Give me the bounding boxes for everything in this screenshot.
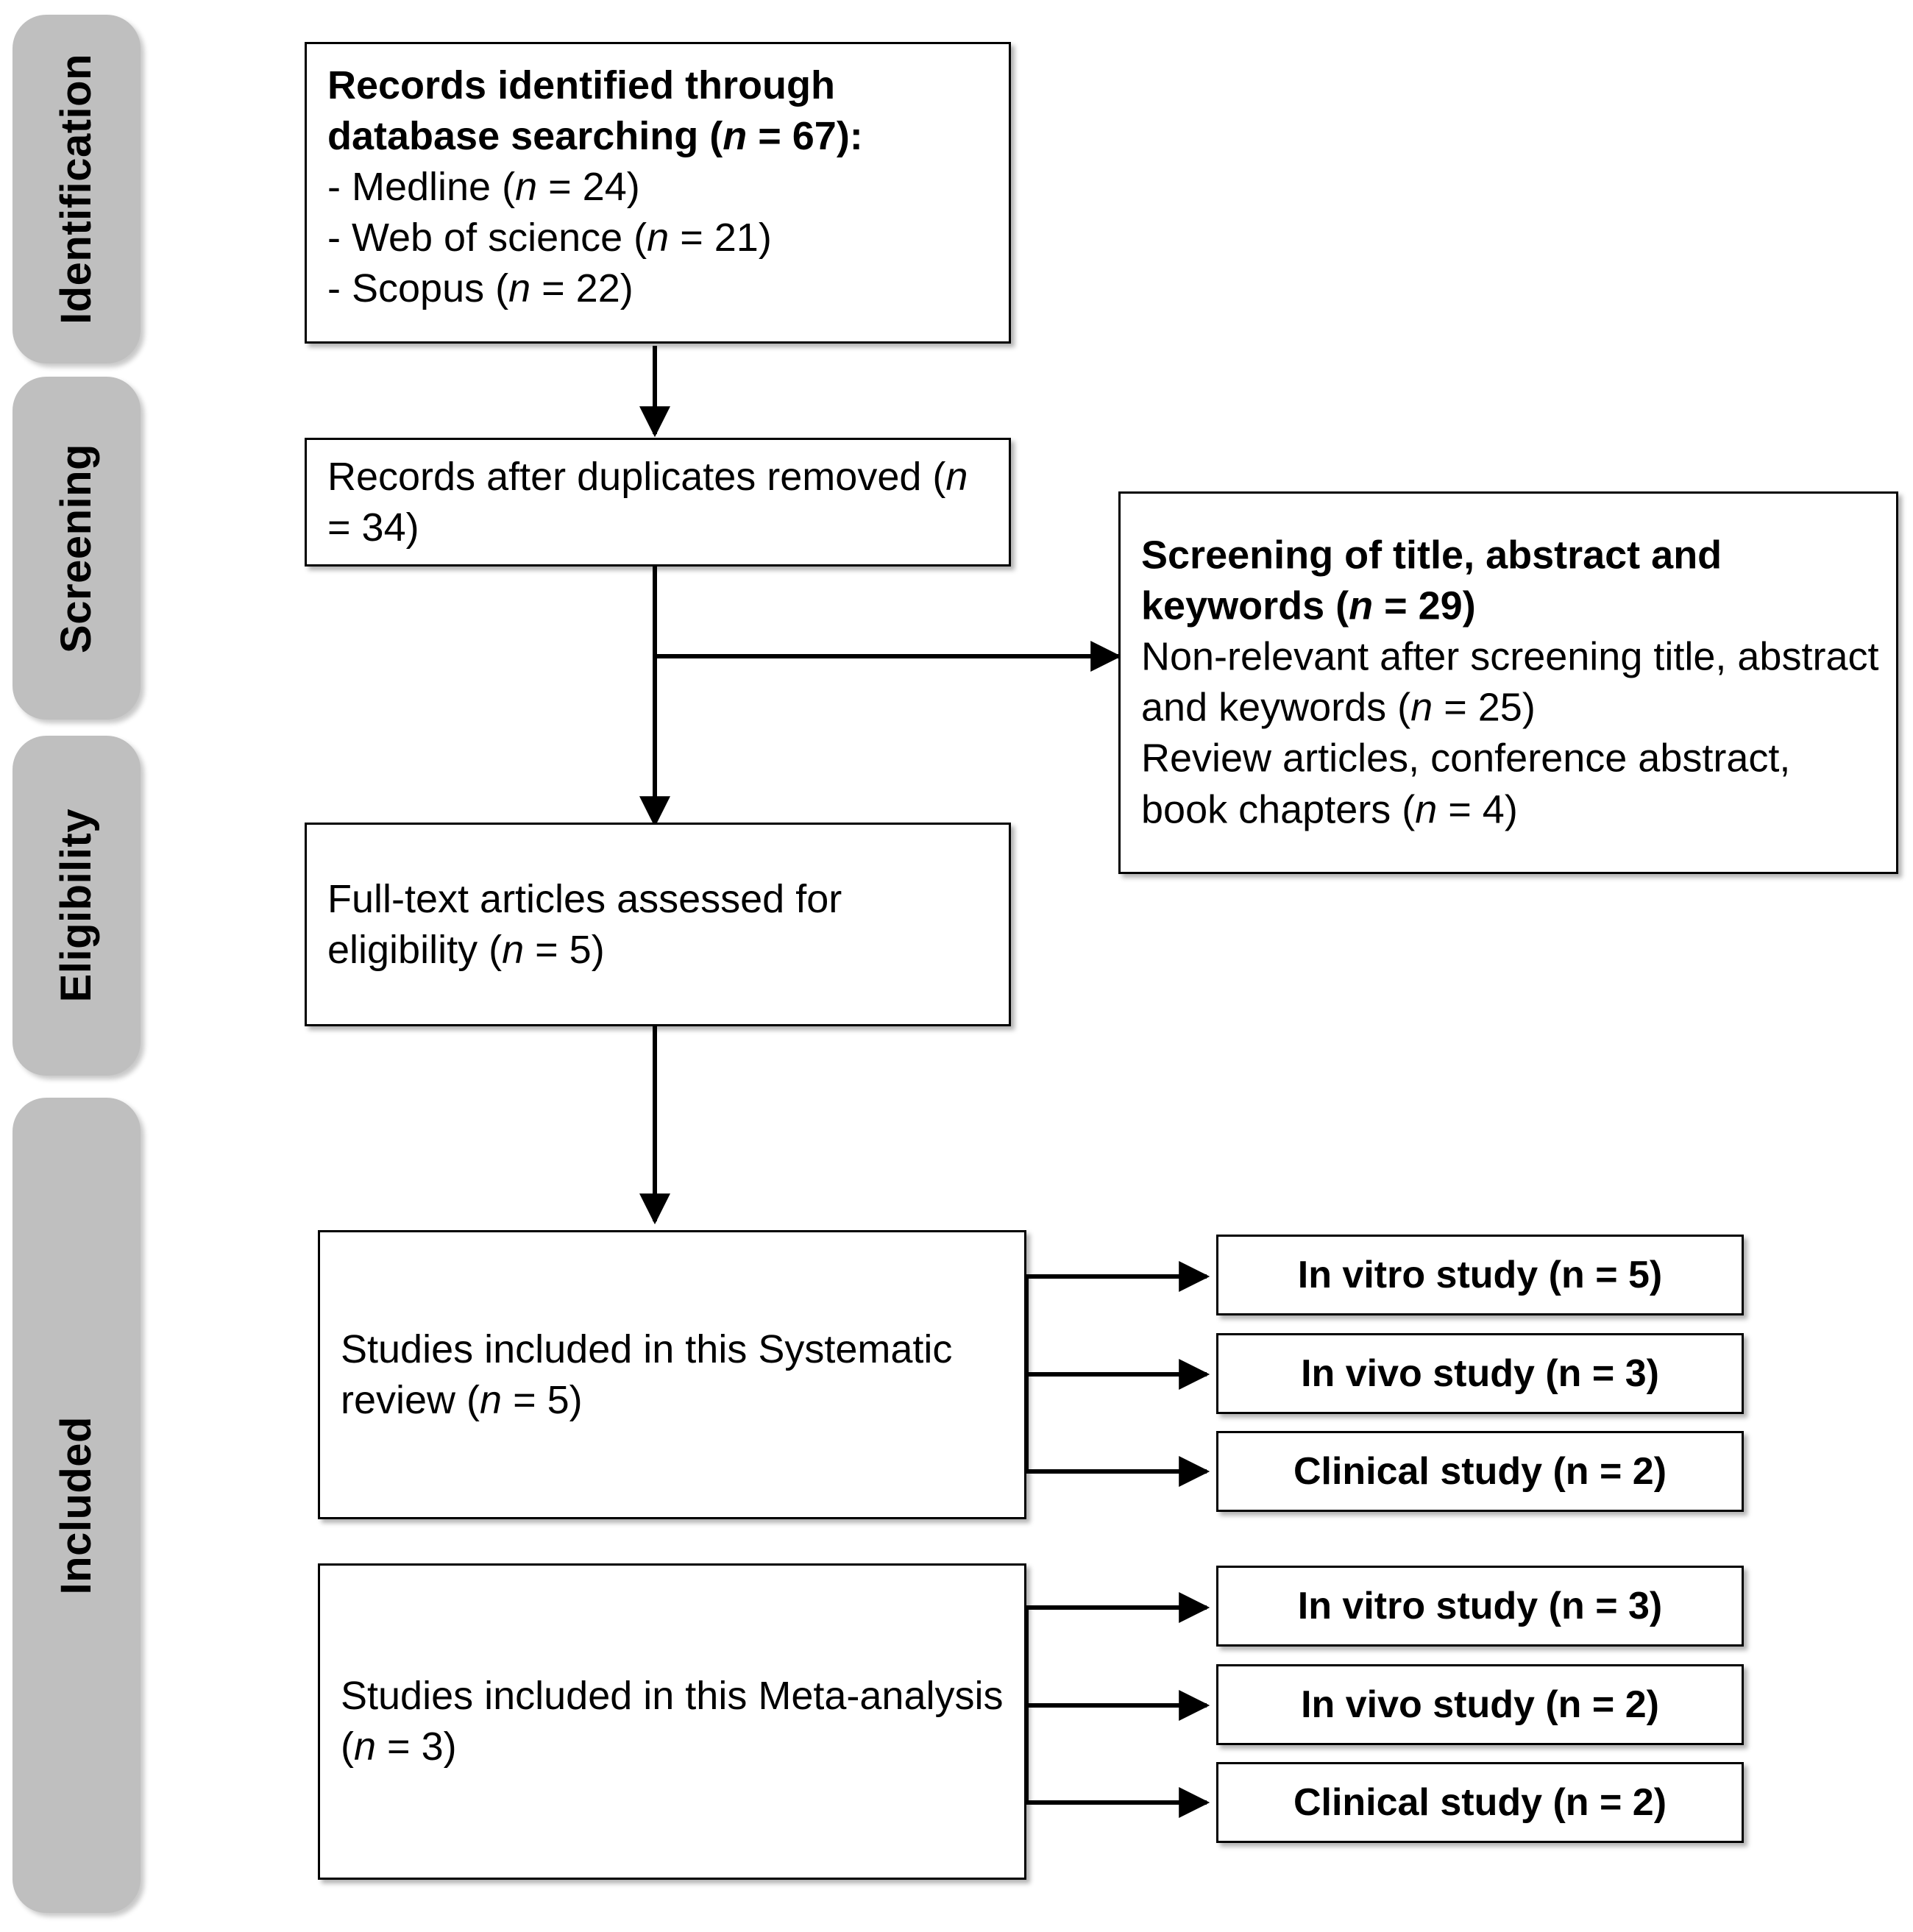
screening-exclusions-heading: Screening of title, abstract and keyword…	[1141, 533, 1722, 628]
records-identified-heading: Records identified through database sear…	[327, 63, 836, 159]
stage-label-included: Included	[52, 1416, 100, 1595]
stage-pill-eligibility: Eligibility	[13, 736, 141, 1076]
study-box-sr-in-vitro: In vitro study (n = 5)	[1216, 1235, 1744, 1315]
stage-label-identification: Identification	[52, 54, 100, 324]
screening-exclusions-text: Screening of title, abstract and keyword…	[1141, 530, 1886, 836]
records-identified-line-webofscience: - Web of science (n = 21)	[327, 216, 772, 260]
study-box-sr-in-vivo: In vivo study (n = 3)	[1216, 1333, 1744, 1414]
records-identified-line-scopus: - Scopus (n = 22)	[327, 266, 633, 311]
box-included-systematic-review: Studies included in this Systematic revi…	[318, 1230, 1026, 1519]
full-text-assessed-text: Full-text articles assessed for eligibil…	[327, 876, 842, 972]
records-identified-heading-n: n	[723, 114, 748, 159]
stage-label-screening: Screening	[52, 443, 100, 653]
study-label-ma-in-vitro: In vitro study (n = 3)	[1297, 1585, 1663, 1627]
box-records-identified: Records identified through database sear…	[305, 42, 1011, 344]
study-box-ma-in-vitro: In vitro study (n = 3)	[1216, 1566, 1744, 1647]
screening-exclusions-line-reviews: Review articles, conference abstract, bo…	[1141, 736, 1791, 832]
study-label-sr-clinical: Clinical study (n = 2)	[1293, 1450, 1667, 1493]
box-screening-exclusions: Screening of title, abstract and keyword…	[1118, 491, 1898, 874]
stage-pill-included: Included	[13, 1098, 141, 1913]
records-identified-heading-tail: = 67):	[747, 114, 863, 159]
study-label-sr-in-vitro: In vitro study (n = 5)	[1297, 1254, 1663, 1296]
records-identified-line-medline: - Medline (n = 24)	[327, 165, 640, 210]
screening-exclusions-line-nonrelevant: Non-relevant after screening title, abst…	[1141, 634, 1879, 730]
study-label-ma-in-vivo: In vivo study (n = 2)	[1301, 1683, 1659, 1726]
study-label-sr-in-vivo: In vivo study (n = 3)	[1301, 1352, 1659, 1395]
records-identified-text: Records identified through database sear…	[327, 60, 998, 315]
study-box-ma-in-vivo: In vivo study (n = 2)	[1216, 1664, 1744, 1745]
study-box-ma-clinical: Clinical study (n = 2)	[1216, 1762, 1744, 1843]
stage-pill-identification: Identification	[13, 15, 141, 363]
box-included-meta-analysis: Studies included in this Meta-analysis (…	[318, 1563, 1026, 1880]
records-after-duplicates-text: Records after duplicates removed (n = 34…	[327, 454, 968, 550]
included-systematic-review-text: Studies included in this Systematic revi…	[341, 1327, 953, 1422]
box-full-text-assessed: Full-text articles assessed for eligibil…	[305, 823, 1011, 1026]
box-records-after-duplicates: Records after duplicates removed (n = 34…	[305, 438, 1011, 567]
stage-label-eligibility: Eligibility	[52, 809, 100, 1003]
study-label-ma-clinical: Clinical study (n = 2)	[1293, 1781, 1667, 1824]
included-meta-analysis-text: Studies included in this Meta-analysis (…	[341, 1673, 1004, 1769]
study-box-sr-clinical: Clinical study (n = 2)	[1216, 1431, 1744, 1512]
stage-pill-screening: Screening	[13, 377, 141, 720]
